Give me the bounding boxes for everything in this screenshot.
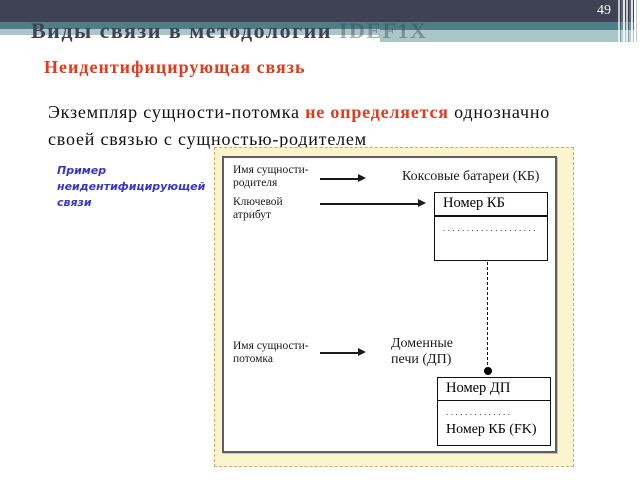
parent-entity-box: Номер КБ .................... bbox=[434, 192, 548, 261]
parent-entity-key: Номер КБ bbox=[435, 193, 547, 217]
light-teal-band bbox=[0, 28, 380, 35]
body-text-pre: Экземпляр сущности-потомка bbox=[48, 102, 306, 122]
child-entity-box: Номер ДП .............. Номер КБ (FK) bbox=[437, 377, 551, 446]
arrow-parent-name bbox=[320, 175, 366, 182]
label-parent-entity-name: Имя сущности- родителя bbox=[233, 164, 309, 189]
body-text-highlight: не определяется bbox=[305, 102, 449, 122]
teal-band bbox=[0, 22, 380, 29]
example-caption: Пример неидентифицирующей связи bbox=[57, 164, 206, 209]
label-child-entity-name: Имя сущности- потомка bbox=[233, 340, 309, 365]
label-key-attribute: Ключевой атрибут bbox=[233, 196, 283, 221]
body-text-line2: своей связью с сущностью-родителем bbox=[48, 129, 367, 149]
slide-title: Виды связи в методологии IDEF1X bbox=[31, 18, 427, 44]
diagram-panel: Имя сущности- родителя Коксовые батареи … bbox=[222, 156, 557, 453]
top-bar bbox=[0, 0, 634, 22]
body-text-post: однозначно bbox=[448, 102, 551, 122]
arrow-key-attribute bbox=[320, 200, 426, 207]
slide-title-text: Виды связи в методологии bbox=[31, 18, 339, 43]
connector-dot-icon bbox=[484, 367, 492, 375]
child-entity-title: Доменные печи (ДП) bbox=[391, 336, 453, 367]
relationship-dashed-line bbox=[487, 262, 488, 365]
right-edge bbox=[636, 0, 640, 42]
arrow-child-name bbox=[320, 349, 366, 356]
subtitle: Неидентифицирующая связь bbox=[44, 57, 306, 77]
parent-entity-title: Коксовые батареи (КБ) bbox=[402, 169, 540, 184]
slide-title-suffix: IDEF1X bbox=[338, 18, 428, 43]
child-entity-attributes: .............. bbox=[446, 407, 513, 417]
corner-stripes bbox=[617, 0, 636, 42]
child-entity-key: Номер ДП bbox=[438, 378, 550, 401]
child-entity-foreign-key: Номер КБ (FK) bbox=[446, 422, 537, 437]
parent-entity-attributes: .................... bbox=[443, 223, 538, 233]
diagram-note-box: Имя сущности- родителя Коксовые батареи … bbox=[214, 147, 574, 467]
body-paragraph: Экземпляр сущности-потомка не определяет… bbox=[48, 99, 596, 153]
teal-band-right bbox=[380, 22, 634, 30]
light-teal-band-right bbox=[380, 30, 634, 42]
page-number: 49 bbox=[597, 3, 611, 18]
